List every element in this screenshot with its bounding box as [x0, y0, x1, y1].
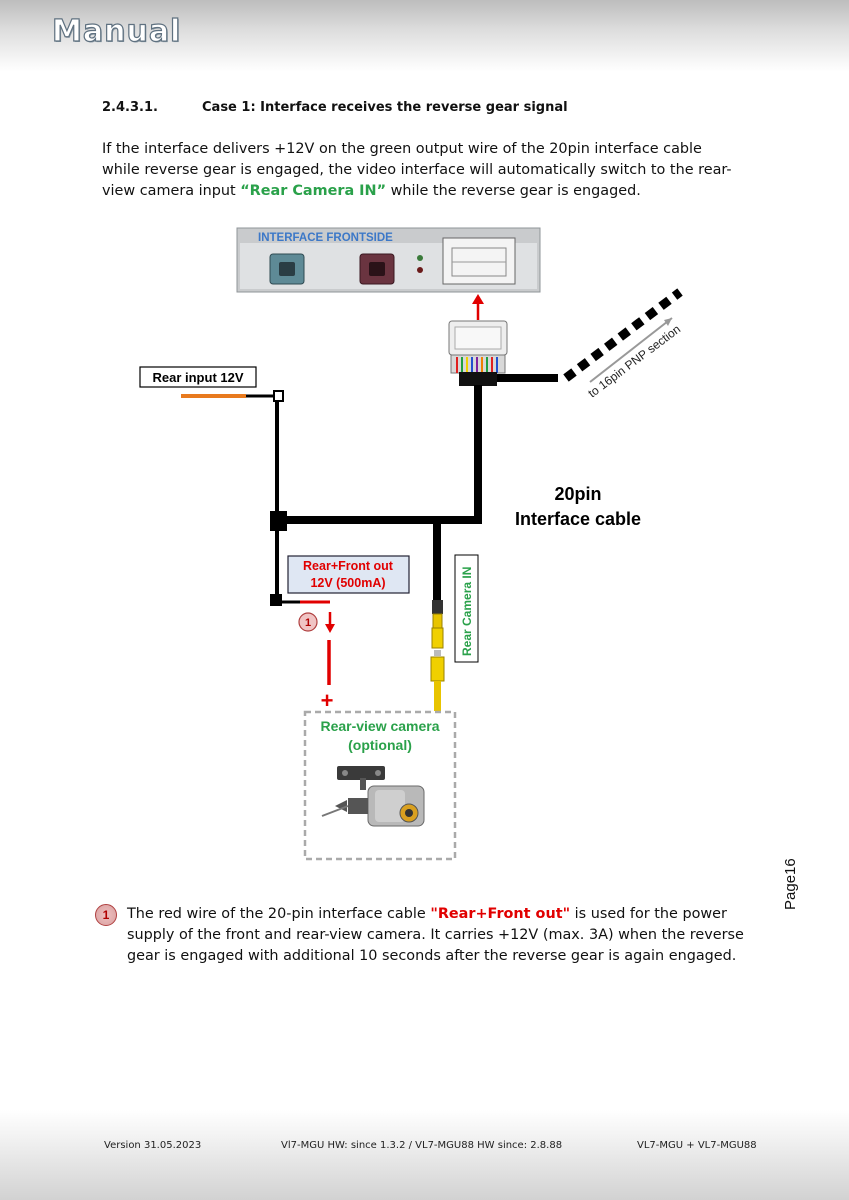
- page-header: Manual: [0, 0, 849, 72]
- note-marker-1-badge: 1: [95, 904, 117, 926]
- camera-box: Rear-view camera (optional): [303, 710, 457, 861]
- led-indicator: [417, 255, 423, 261]
- note-highlight: "Rear+Front out": [430, 906, 571, 922]
- pnp-label: to 16pin PNP section: [585, 322, 683, 400]
- camera-icon: [321, 766, 425, 827]
- note-paragraph: The red wire of the 20-pin interface cab…: [127, 904, 757, 967]
- section-number: 2.4.3.1.: [102, 100, 158, 115]
- footer-product: VL7-MGU + VL7-MGU88: [637, 1140, 757, 1151]
- interface-frontside-label: INTERFACE FRONTSIDE: [258, 232, 393, 244]
- note-text-1: The red wire of the 20-pin interface cab…: [127, 906, 431, 922]
- intro-text-1: If the interface delivers +12V on the gr…: [102, 141, 732, 199]
- camera-title-line2: (optional): [348, 737, 412, 753]
- cable-label-line1: 20pin: [554, 484, 601, 504]
- intro-text-2: while the reverse gear is engaged.: [386, 183, 641, 199]
- footer-version: Version 31.05.2023: [104, 1140, 202, 1151]
- section-title: Case 1: Interface receives the reverse g…: [202, 100, 568, 115]
- page-number: Page16: [782, 858, 799, 910]
- intro-paragraph: If the interface delivers +12V on the gr…: [102, 139, 742, 202]
- rear-camera-in-label: Rear Camera IN: [460, 567, 474, 656]
- plus-sign: +: [321, 688, 334, 713]
- intro-highlight: “Rear Camera IN”: [240, 183, 387, 199]
- red-power-wire: +: [300, 600, 335, 713]
- rca-connector: [430, 600, 445, 711]
- note-text-2: is used for the power supply of the fron…: [127, 906, 744, 964]
- footer-hw-info: Vl7-MGU HW: since 1.3.2 / VL7-MGU88 HW s…: [281, 1140, 563, 1151]
- marker-1-text: 1: [305, 617, 311, 629]
- pnp-direction-arrow: to 16pin PNP section: [563, 288, 683, 400]
- arrow-up-icon: [472, 294, 484, 320]
- rear-camera-in-label-box: Rear Camera IN: [454, 554, 479, 663]
- connector-20pin-plug: [448, 320, 508, 386]
- rear-input-label-box: Rear input 12V: [139, 366, 257, 388]
- interface-box: INTERFACE FRONTSIDE: [236, 227, 541, 293]
- marker-1-badge: 1: [298, 612, 318, 632]
- connector-20pin-socket: [442, 237, 516, 285]
- section-heading: 2.4.3.1. Case 1: Interface receives the r…: [102, 100, 568, 115]
- cable-label-line2: Interface cable: [515, 509, 641, 529]
- manual-logo-title: Manual: [51, 13, 182, 49]
- rear-front-out-label-box: Rear+Front out 12V (500mA): [287, 555, 410, 594]
- rear-front-out-line2: 12V (500mA): [310, 576, 385, 590]
- rear-front-out-line1: Rear+Front out: [303, 559, 394, 573]
- page-footer: Version 31.05.2023 Vl7-MGU HW: since 1.3…: [0, 1110, 849, 1200]
- rear-input-label: Rear input 12V: [152, 370, 243, 385]
- camera-title-line1: Rear-view camera: [320, 718, 439, 734]
